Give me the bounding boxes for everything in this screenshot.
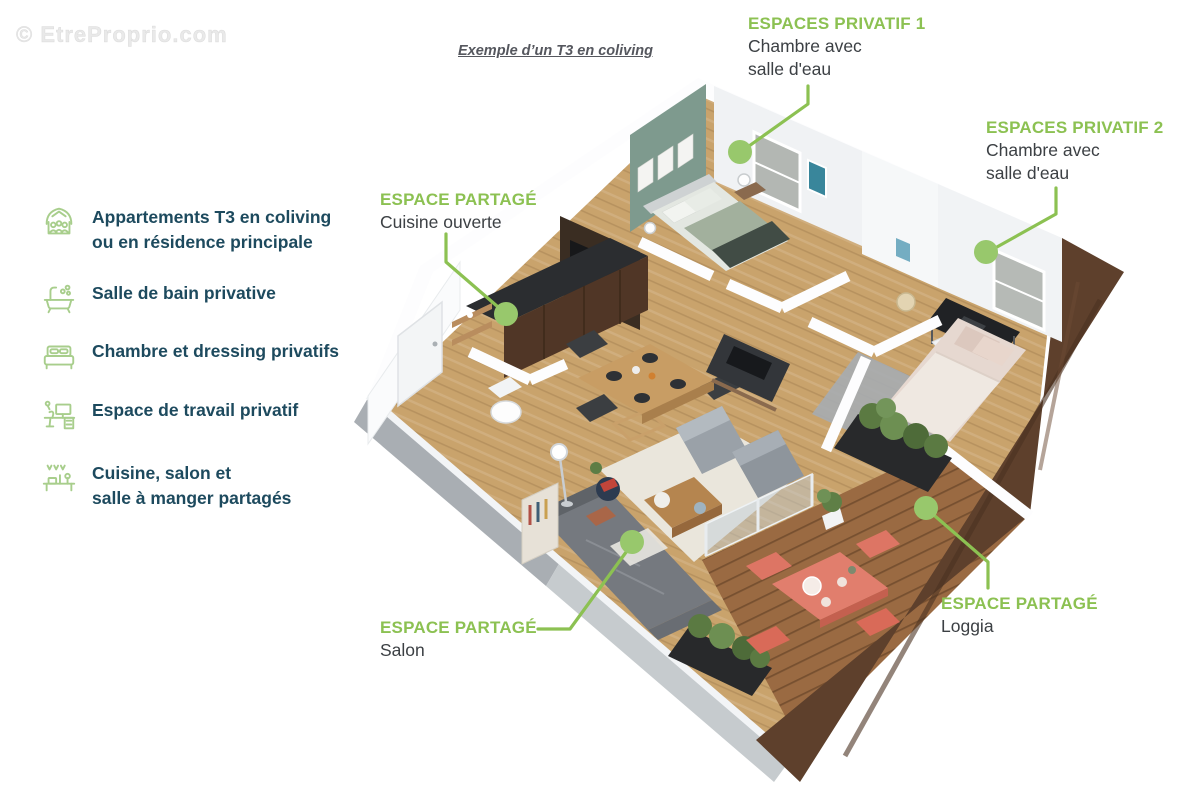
callout-dot-loggia <box>914 496 938 520</box>
floor-lamp <box>550 443 568 461</box>
callout-line: salle d'eau <box>986 163 1070 183</box>
wc-area <box>452 303 522 424</box>
callout-leaders <box>444 84 1058 631</box>
loggia-table <box>772 552 888 620</box>
bookshelf <box>521 482 559 565</box>
legend-item-cuisine-salon: Cuisine, salon et salle à manger partagé… <box>40 461 291 511</box>
legend-label: ou en résidence principale <box>92 232 313 252</box>
callout-privatif2: ESPACES PRIVATIF 2 Chambre avec salle d'… <box>986 116 1163 185</box>
basket <box>896 292 916 312</box>
legend-item-chambre: Chambre et dressing privatifs <box>40 339 339 375</box>
callout-line-privatif2 <box>986 186 1058 254</box>
loggia-chair <box>746 626 790 654</box>
planter <box>668 628 772 696</box>
bedroom1-back-wall <box>714 86 862 246</box>
entrance-door <box>397 300 443 408</box>
plant <box>590 462 602 474</box>
callout-heading: ESPACES PRIVATIF 2 <box>986 118 1164 137</box>
loggia <box>668 398 952 696</box>
watermark: © EtreProprio.com <box>16 22 228 48</box>
coffee-table <box>644 477 722 528</box>
entrance-wall <box>367 260 461 446</box>
legend-label: Chambre et dressing privatifs <box>92 341 340 361</box>
exterior-band-gray <box>354 393 793 782</box>
callout-heading: ESPACE PARTAGÉ <box>380 618 537 637</box>
legend-item-salle-de-bain: Salle de bain privative <box>40 281 276 317</box>
loggia-chair <box>856 608 900 636</box>
page-title: Exemple d’un T3 en coliving <box>458 43 653 59</box>
glass-balustrade <box>704 472 814 558</box>
dining-icon <box>42 464 76 492</box>
callout-line: Salon <box>380 640 425 660</box>
dining-table <box>578 344 714 414</box>
legend-item-appartements: Appartements T3 en coliving ou en réside… <box>40 205 331 255</box>
callout-cuisine: ESPACE PARTAGÉ Cuisine ouverte <box>380 188 537 234</box>
callout-line-loggia <box>926 508 990 590</box>
potted-plant <box>822 508 844 530</box>
callout-dot-privatif1 <box>728 140 752 164</box>
bedroom1-artwork <box>807 158 827 199</box>
bedroom1-green-wall <box>630 84 706 232</box>
loggia-chair <box>856 530 900 558</box>
callout-line: Loggia <box>941 616 994 636</box>
callout-heading: ESPACE PARTAGÉ <box>380 190 537 209</box>
exterior-band-brown <box>756 238 1124 782</box>
callout-privatif1: ESPACES PRIVATIF 1 Chambre avec salle d'… <box>748 12 925 81</box>
towel <box>896 238 910 262</box>
bathroom-wall <box>862 151 938 288</box>
bed-1 <box>643 173 790 271</box>
planter <box>834 414 952 492</box>
bed-icon <box>43 345 75 370</box>
desk-icon <box>43 400 76 430</box>
house-people-icon <box>45 207 73 235</box>
toilet-tank <box>488 377 522 398</box>
legend-label: Appartements T3 en coliving <box>92 207 332 227</box>
loggia-chair <box>746 552 792 580</box>
bedroom2-back-wall <box>938 184 1062 342</box>
salon <box>521 406 804 640</box>
callout-dots <box>494 140 998 554</box>
legend-label: salle à manger partagés <box>92 488 292 508</box>
callout-dot-privatif2 <box>974 240 998 264</box>
callout-line-cuisine <box>444 232 507 315</box>
callout-loggia: ESPACE PARTAGÉ Loggia <box>941 592 1098 638</box>
callout-line: Chambre avec <box>748 36 862 56</box>
legend-label: Salle de bain privative <box>92 283 276 303</box>
callout-heading: ESPACE PARTAGÉ <box>941 594 1098 613</box>
pillow <box>586 506 616 526</box>
partition-walls <box>467 237 1034 521</box>
legend-label: Cuisine, salon et <box>92 463 232 483</box>
kitchen <box>466 216 648 378</box>
tv-unit <box>706 334 790 412</box>
callout-line: Chambre avec <box>986 140 1100 160</box>
legend-label: Espace de travail privatif <box>92 400 299 420</box>
toilet <box>490 400 522 424</box>
callout-line: salle d'eau <box>748 59 832 79</box>
callout-dot-cuisine <box>494 302 518 326</box>
callout-heading: ESPACES PRIVATIF 1 <box>748 14 926 33</box>
callout-dot-salon <box>620 530 644 554</box>
legend-item-travail: Espace de travail privatif <box>40 398 298 434</box>
callout-line-privatif1 <box>740 84 810 153</box>
callout-salon: ESPACE PARTAGÉ Salon <box>380 616 537 662</box>
callout-line: Cuisine ouverte <box>380 212 502 232</box>
bathtub-icon <box>43 284 75 314</box>
callout-line-salon <box>536 542 634 631</box>
